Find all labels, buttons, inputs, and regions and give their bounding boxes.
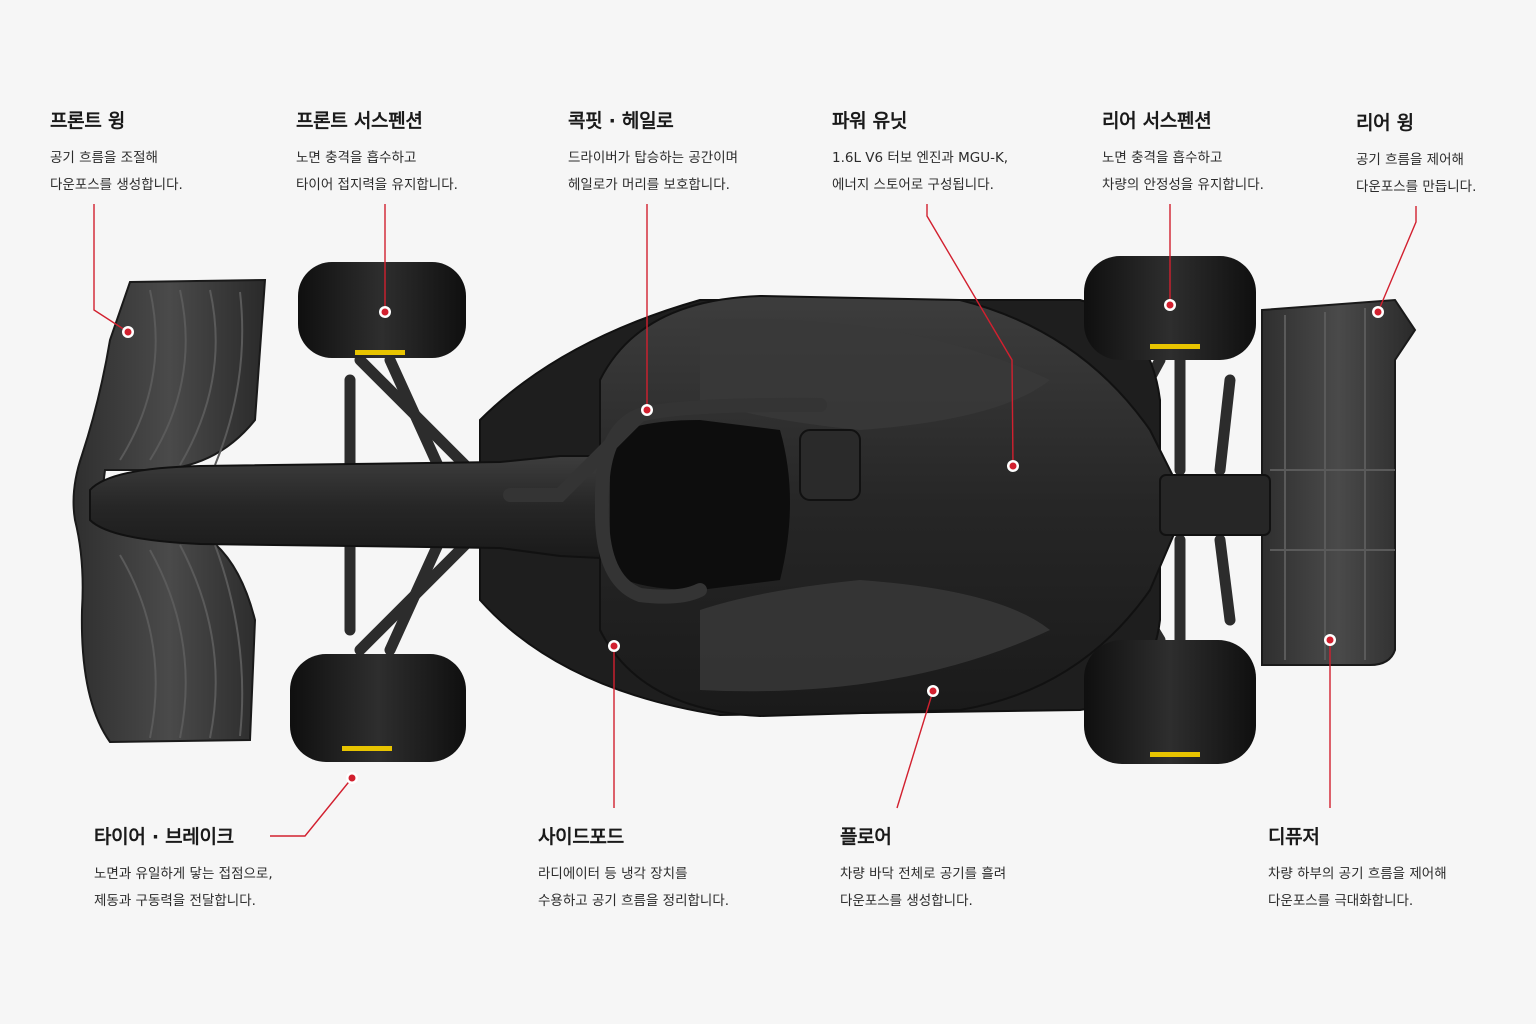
dot-front-suspension [379, 306, 391, 318]
label-tire-brake: 타이어 · 브레이크 노면과 유일하게 닿는 접점으로, 제동과 구동력을 전달… [94, 822, 273, 915]
front-right-tire [290, 654, 466, 762]
dot-rear-wing [1372, 306, 1384, 318]
desc-line: 수용하고 공기 흐름을 정리합니다. [538, 893, 730, 909]
label-power-unit: 파워 유닛 1.6L V6 터보 엔진과 MGU-K, 에너지 스토어로 구성됩… [832, 106, 1008, 199]
label-front-suspension: 프론트 서스펜션 노면 충격을 흡수하고 타이어 접지력을 유지합니다. [296, 106, 458, 199]
desc-line: 에너지 스토어로 구성됩니다. [832, 177, 994, 193]
desc-line: 차량의 안정성을 유지합니다. [1102, 177, 1264, 193]
label-description: 드라이버가 탑승하는 공간이며 헤일로가 머리를 보호합니다. [568, 145, 738, 199]
label-sidepod: 사이드포드 라디에이터 등 냉각 장치를 수용하고 공기 흐름을 정리합니다. [538, 822, 729, 915]
label-description: 라디에이터 등 냉각 장치를 수용하고 공기 흐름을 정리합니다. [538, 861, 729, 915]
label-front-wing: 프론트 윙 공기 흐름을 조절해 다운포스를 생성합니다. [50, 106, 183, 199]
leader-floor [896, 690, 934, 809]
leader-power-unit [926, 204, 1014, 467]
dot-rear-suspension [1164, 299, 1176, 311]
leader-tire [270, 777, 353, 837]
label-title: 콕핏 · 헤일로 [568, 110, 674, 132]
label-title: 디퓨저 [1268, 826, 1320, 848]
dot-cockpit [641, 404, 653, 416]
label-description: 공기 흐름을 조절해 다운포스를 생성합니다. [50, 145, 183, 199]
label-floor: 플로어 차량 바닥 전체로 공기를 흘려 다운포스를 생성합니다. [840, 822, 1006, 915]
desc-line: 공기 흐름을 제어해 [1356, 152, 1464, 168]
dot-diffuser [1324, 634, 1336, 646]
label-description: 노면과 유일하게 닿는 접점으로, 제동과 구동력을 전달합니다. [94, 861, 273, 915]
desc-line: 공기 흐름을 조절해 [50, 150, 158, 166]
label-description: 공기 흐름을 제어해 다운포스를 만듭니다. [1356, 147, 1476, 201]
desc-line: 노면 충격을 흡수하고 [296, 150, 417, 166]
desc-line: 차량 하부의 공기 흐름을 제어해 [1268, 866, 1447, 882]
label-diffuser: 디퓨저 차량 하부의 공기 흐름을 제어해 다운포스를 극대화합니다. [1268, 822, 1447, 915]
label-description: 노면 충격을 흡수하고 타이어 접지력을 유지합니다. [296, 145, 458, 199]
label-rear-wing: 리어 윙 공기 흐름을 제어해 다운포스를 만듭니다. [1356, 108, 1476, 201]
desc-line: 노면과 유일하게 닿는 접점으로, [94, 866, 273, 882]
desc-line: 차량 바닥 전체로 공기를 흘려 [840, 866, 1007, 882]
desc-line: 드라이버가 탑승하는 공간이며 [568, 150, 739, 166]
leader-front-wing [93, 204, 129, 333]
label-title: 사이드포드 [538, 826, 624, 848]
label-description: 차량 바닥 전체로 공기를 흘려 다운포스를 생성합니다. [840, 861, 1006, 915]
desc-line: 제동과 구동력을 전달합니다. [94, 893, 256, 909]
label-title: 리어 서스펜션 [1102, 110, 1212, 132]
desc-line: 라디에이터 등 냉각 장치를 [538, 866, 688, 882]
nose-chassis [89, 455, 601, 560]
dot-tire [346, 772, 358, 784]
front-wing-elements [119, 289, 244, 739]
front-suspension-arms [344, 354, 476, 656]
desc-line: 다운포스를 만듭니다. [1356, 179, 1477, 195]
leader-rear-wing [1377, 206, 1417, 313]
label-cockpit-halo: 콕핏 · 헤일로 드라이버가 탑승하는 공간이며 헤일로가 머리를 보호합니다. [568, 106, 738, 199]
dot-sidepod [608, 640, 620, 652]
rear-wing-shape [1261, 298, 1417, 666]
label-title: 프론트 서스펜션 [296, 110, 423, 132]
label-description: 노면 충격을 흡수하고 차량의 안정성을 유지합니다. [1102, 145, 1264, 199]
cockpit-opening [610, 420, 790, 590]
label-description: 차량 하부의 공기 흐름을 제어해 다운포스를 극대화합니다. [1268, 861, 1447, 915]
rear-wing-elements [1270, 308, 1395, 660]
desc-line: 다운포스를 생성합니다. [50, 177, 183, 193]
label-title: 플로어 [840, 826, 892, 848]
callout-dots [122, 299, 1384, 784]
airbox [799, 429, 861, 501]
desc-line: 헤일로가 머리를 보호합니다. [568, 177, 730, 193]
desc-line: 다운포스를 극대화합니다. [1268, 893, 1414, 909]
label-description: 1.6L V6 터보 엔진과 MGU-K, 에너지 스토어로 구성됩니다. [832, 145, 1008, 199]
dot-power-unit [1007, 460, 1019, 472]
label-title: 리어 윙 [1356, 112, 1414, 134]
gearbox [1159, 474, 1271, 536]
label-title: 타이어 · 브레이크 [94, 826, 234, 848]
dot-front-wing [122, 326, 134, 338]
label-title: 파워 유닛 [832, 110, 908, 132]
label-title: 프론트 윙 [50, 110, 126, 132]
rear-right-tire [1084, 640, 1256, 764]
leader-lines [93, 204, 1417, 837]
desc-line: 노면 충격을 흡수하고 [1102, 150, 1223, 166]
label-rear-suspension: 리어 서스펜션 노면 충격을 흡수하고 차량의 안정성을 유지합니다. [1102, 106, 1264, 199]
dot-floor [927, 685, 939, 697]
sidepod-bottom [700, 580, 1050, 692]
desc-line: 타이어 접지력을 유지합니다. [296, 177, 458, 193]
desc-line: 다운포스를 생성합니다. [840, 893, 973, 909]
desc-line: 1.6L V6 터보 엔진과 MGU-K, [832, 150, 1009, 166]
